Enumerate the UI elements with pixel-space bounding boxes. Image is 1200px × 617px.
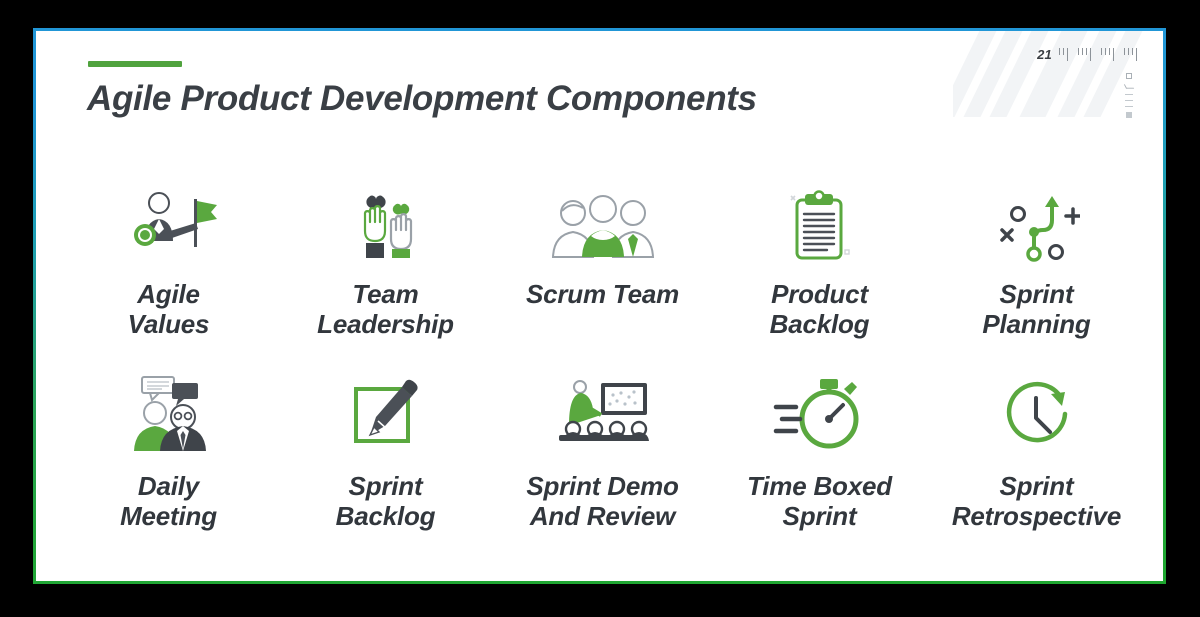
component-label: Scrum Team <box>525 279 680 309</box>
chevron-down-icon <box>1123 84 1135 89</box>
ruler-ticks-icon <box>1059 48 1137 61</box>
component-team-leadership[interactable]: Team Leadership <box>277 181 494 367</box>
raised-hands-with-hearts-icon <box>345 189 427 267</box>
component-label: Team Leadership <box>317 279 454 339</box>
page-number: 21 <box>1037 47 1052 62</box>
component-time-boxed-sprint[interactable]: Time Boxed Sprint <box>711 367 928 553</box>
component-sprint-demo-and-review[interactable]: Sprint Demo And Review <box>494 367 711 553</box>
dash-mark <box>1125 106 1133 107</box>
page-title: Agile Product Development Components <box>87 79 757 118</box>
component-label: Time Boxed Sprint <box>747 471 892 531</box>
component-sprint-planning[interactable]: Sprint Planning <box>928 181 1145 367</box>
component-label: Sprint Demo And Review <box>526 471 679 531</box>
page-indicator: 21 <box>1037 47 1137 62</box>
person-with-flag-and-badge-icon <box>121 189 217 267</box>
three-people-group-icon <box>548 189 658 267</box>
strategy-play-diagram-icon <box>994 189 1080 267</box>
component-product-backlog[interactable]: Product Backlog <box>711 181 928 367</box>
component-label: Sprint Backlog <box>335 471 436 531</box>
component-label: Agile Values <box>127 279 210 339</box>
two-people-speech-bubbles-icon <box>120 375 218 453</box>
component-sprint-backlog[interactable]: Sprint Backlog <box>277 367 494 553</box>
presentation-board-audience-icon <box>555 375 651 453</box>
decorative-vertical-marks <box>1123 73 1135 118</box>
dash-mark <box>1125 94 1133 95</box>
clock-circular-arrow-icon <box>998 375 1076 453</box>
component-label: Sprint Retrospective <box>951 471 1122 531</box>
slide: 21 Agile Product Development Components <box>36 31 1163 581</box>
component-label: Daily Meeting <box>120 471 217 531</box>
dash-mark <box>1125 100 1133 101</box>
square-outline-icon <box>1126 73 1132 79</box>
component-sprint-retrospective[interactable]: Sprint Retrospective <box>928 367 1145 553</box>
title-accent-bar <box>88 61 182 67</box>
stopwatch-speed-icon <box>772 375 868 453</box>
components-grid: Agile Values Team Leader <box>60 181 1145 553</box>
pencil-edit-square-icon <box>348 375 424 453</box>
clipboard-list-icon <box>783 189 857 267</box>
component-label: Sprint Planning <box>982 279 1091 339</box>
square-filled-icon <box>1126 112 1132 118</box>
component-label: Product Backlog <box>769 279 870 339</box>
component-daily-meeting[interactable]: Daily Meeting <box>60 367 277 553</box>
component-scrum-team[interactable]: Scrum Team <box>494 181 711 367</box>
slide-frame: 21 Agile Product Development Components <box>33 28 1166 584</box>
component-agile-values[interactable]: Agile Values <box>60 181 277 367</box>
